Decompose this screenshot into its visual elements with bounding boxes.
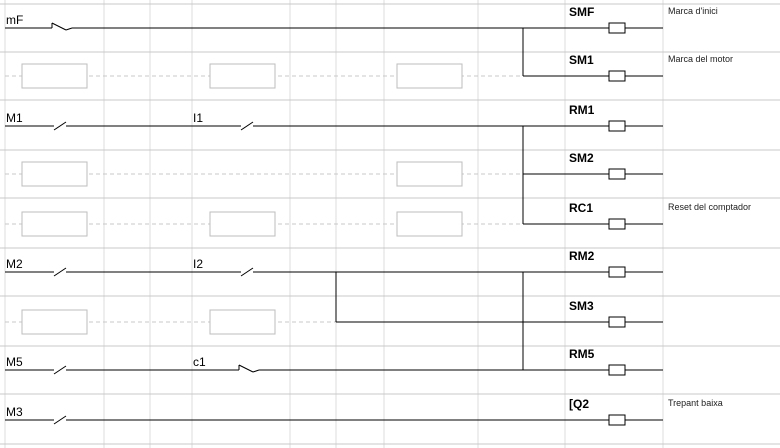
- rung-comment: Trepant baixa: [668, 398, 723, 408]
- coil-label: SM1: [569, 53, 594, 67]
- coil[interactable]: [608, 414, 626, 426]
- empty-cell[interactable]: [21, 63, 88, 89]
- contact-label: I2: [193, 257, 203, 271]
- coil[interactable]: [608, 218, 626, 230]
- rung[interactable]: SM3: [336, 299, 663, 328]
- coil-label: RC1: [569, 201, 593, 215]
- coil-label: RM5: [569, 347, 595, 361]
- rung[interactable]: RC1 Reset del comptador: [523, 201, 751, 230]
- contact-symbol: [238, 364, 254, 373]
- empty-cell[interactable]: [21, 211, 88, 237]
- coil[interactable]: [608, 364, 626, 376]
- empty-cell[interactable]: [396, 211, 463, 237]
- rung[interactable]: SM2: [523, 151, 663, 180]
- contact-gap: [48, 22, 72, 34]
- coil-label: SM3: [569, 299, 594, 313]
- empty-cell[interactable]: [21, 161, 88, 187]
- contact-label: M3: [6, 405, 23, 419]
- coil[interactable]: [608, 168, 626, 180]
- contact-label: I1: [193, 111, 203, 125]
- contact-symbol: [53, 365, 67, 375]
- contact-symbol: [53, 415, 67, 425]
- rung[interactable]: M2 I2 RM2: [5, 249, 663, 278]
- coil[interactable]: [608, 266, 626, 278]
- empty-cell[interactable]: [21, 309, 88, 335]
- coil[interactable]: [608, 70, 626, 82]
- empty-cell[interactable]: [209, 211, 276, 237]
- rung-comment: Marca del motor: [668, 54, 733, 64]
- contact-symbol: [240, 267, 254, 277]
- contact-label: mF: [6, 13, 23, 27]
- rung[interactable]: M5 c1 RM5: [5, 347, 663, 376]
- coil[interactable]: [608, 120, 626, 132]
- rung-comment: Reset del comptador: [668, 202, 751, 212]
- empty-cell[interactable]: [209, 63, 276, 89]
- contact-symbol: [240, 121, 254, 131]
- contact-label: M2: [6, 257, 23, 271]
- contact-label: c1: [193, 355, 206, 369]
- coil-label: SMF: [569, 5, 594, 19]
- contact-symbol: [252, 369, 260, 373]
- rung[interactable]: M3 [Q2 Trepant baixa: [5, 397, 723, 426]
- empty-cell[interactable]: [396, 161, 463, 187]
- contact-symbol: [53, 267, 67, 277]
- coil-label: SM2: [569, 151, 594, 165]
- empty-cell[interactable]: [396, 63, 463, 89]
- contact-label: M1: [6, 111, 23, 125]
- contact-gap: [235, 364, 259, 376]
- rung[interactable]: mF SMF Marca d'inici: [5, 5, 718, 34]
- contact-symbol: [51, 22, 67, 31]
- rung-comment: Marca d'inici: [668, 6, 718, 16]
- contact-symbol: [53, 121, 67, 131]
- coil[interactable]: [608, 316, 626, 328]
- contact-symbol: [65, 27, 73, 31]
- rung[interactable]: M1 I1 RM1: [5, 103, 663, 132]
- rung[interactable]: SM1 Marca del motor: [523, 53, 733, 82]
- coil-label: RM1: [569, 103, 595, 117]
- empty-cell[interactable]: [209, 309, 276, 335]
- coil-label: RM2: [569, 249, 595, 263]
- coil[interactable]: [608, 22, 626, 34]
- coil-label: [Q2: [569, 397, 589, 411]
- contact-label: M5: [6, 355, 23, 369]
